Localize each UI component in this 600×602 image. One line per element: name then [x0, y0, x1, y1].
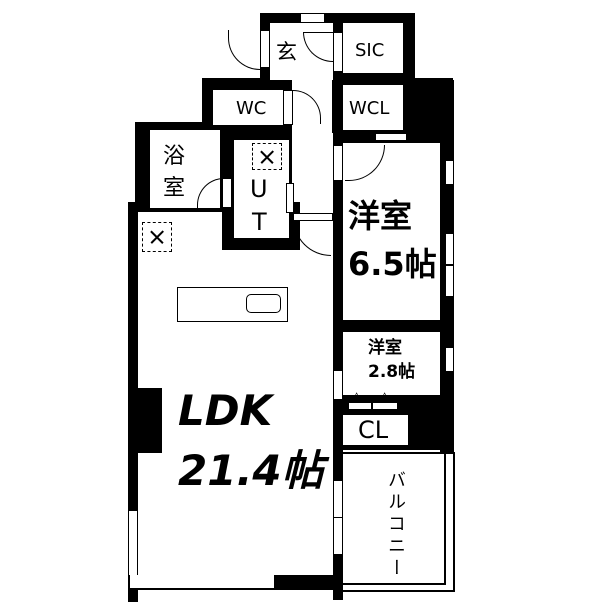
wall-left-solid-2	[128, 388, 162, 453]
label-ldk-2: 21.4帖	[178, 446, 324, 495]
door-ut-bar	[293, 213, 333, 221]
kitchen-counter	[177, 287, 288, 322]
label-ldk-1: LDK	[178, 386, 273, 435]
kitchen-sink	[246, 294, 281, 313]
label-bath-1: 浴	[163, 144, 186, 169]
door-sic-frame	[333, 32, 343, 72]
balcony	[343, 452, 455, 592]
window-room1-a	[445, 160, 454, 185]
label-room2-2: 2.8帖	[368, 362, 416, 382]
window-entrance-top	[300, 13, 325, 23]
label-room1-2: 6.5帖	[348, 245, 437, 283]
window-balcony-2	[333, 517, 343, 555]
window-room1-c	[445, 265, 454, 297]
vent-ut	[252, 143, 282, 170]
closet-door-1[interactable]	[348, 402, 372, 410]
wall-room1-bottom	[333, 320, 453, 332]
closet-door-mark-2: △	[380, 389, 390, 403]
label-room1-1: 洋室	[348, 197, 413, 235]
label-closet: CL	[358, 416, 389, 444]
door-entrance[interactable]	[228, 30, 260, 70]
label-sic: SIC	[355, 40, 385, 61]
label-room2-1: 洋室	[368, 338, 402, 358]
label-ut-2: T	[252, 208, 267, 236]
label-balcony: バルコニー	[385, 470, 406, 580]
label-bath-2: 室	[163, 176, 186, 201]
door-entrance-frame	[260, 30, 270, 68]
window-ldk-right-1	[333, 462, 340, 464]
door-ut-frame	[286, 183, 294, 213]
wall-bottom-right	[275, 575, 343, 590]
window-ldk-left	[128, 510, 138, 585]
room-ldk-bottom	[138, 455, 333, 580]
balcony-inner-line	[343, 452, 446, 585]
room-wc	[213, 90, 283, 125]
room-wcl	[343, 85, 403, 130]
vent-ldk	[142, 222, 172, 252]
window-wcl	[375, 133, 407, 141]
room-western-2	[343, 333, 440, 395]
room-utility-lower	[234, 200, 289, 238]
window-room1-b	[445, 233, 454, 265]
label-wc: WC	[236, 98, 267, 119]
room-sic	[343, 23, 403, 73]
door-wc-frame	[283, 90, 293, 125]
door-room1-frame	[333, 145, 343, 181]
door-bath-frame	[222, 178, 232, 208]
ldk-bottom-edge	[128, 575, 276, 590]
window-room2	[445, 347, 454, 372]
room-closet	[343, 415, 408, 445]
label-entrance: 玄	[276, 40, 297, 64]
label-ut-1: U	[250, 175, 268, 203]
closet-door-2[interactable]	[372, 402, 398, 410]
window-balcony-1	[333, 480, 343, 518]
label-wcl: WCL	[349, 98, 390, 119]
closet-door-mark-1: △	[352, 389, 362, 403]
window-room2-left	[333, 370, 343, 400]
wall-mid-lower	[333, 450, 343, 480]
room-ldk-lower	[162, 250, 333, 455]
